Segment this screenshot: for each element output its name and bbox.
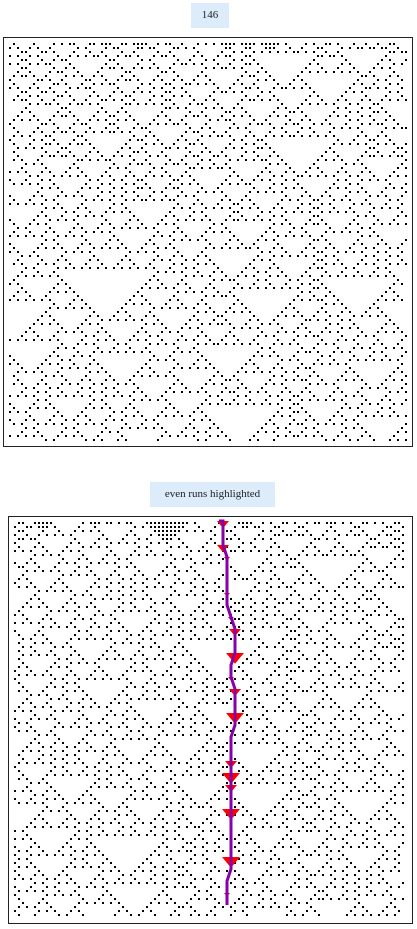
cellular-automaton-panel <box>3 37 413 447</box>
rule-146-even-runs-pattern <box>14 519 404 916</box>
ca-cells <box>14 522 404 916</box>
even-run-triangle <box>226 653 244 664</box>
panel-title-146: 146 <box>191 3 229 28</box>
rule-146-pattern <box>9 43 407 441</box>
panel-title-even-runs: even runs highlighted <box>150 482 275 507</box>
ca-cells <box>9 43 407 441</box>
even-run-path <box>219 519 237 905</box>
cellular-automaton-highlighted-panel <box>8 516 413 924</box>
